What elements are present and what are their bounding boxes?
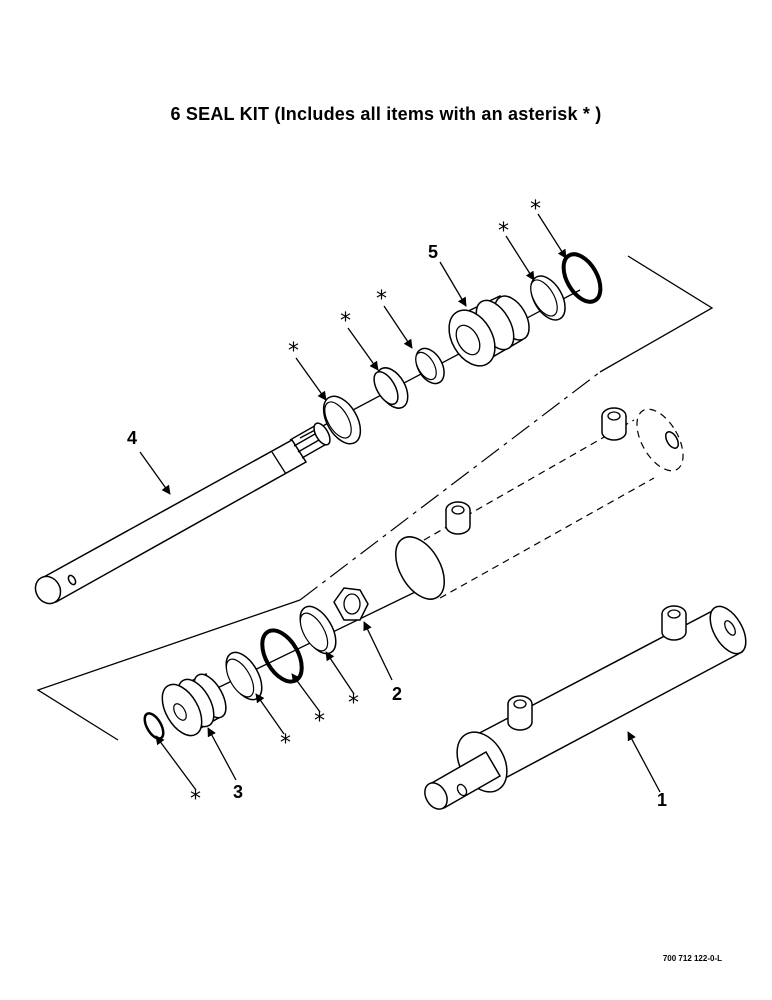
piston	[161, 672, 227, 737]
asterisk-upper-seal-1: *	[288, 339, 299, 364]
callout-gland: 5	[428, 242, 438, 262]
callout-nut: 2	[392, 684, 402, 704]
leader-arrows	[139, 213, 661, 793]
asterisk-lower-o-ring: *	[314, 709, 325, 734]
upper-seal-2	[373, 367, 409, 409]
upper-seal-4	[530, 275, 566, 321]
assembly-plane-outline-upper	[599, 255, 714, 373]
asterisk-piston-seal: *	[190, 787, 201, 812]
asterisk-upper-seal-3: *	[376, 287, 387, 312]
callout-rod: 4	[127, 428, 137, 448]
assembled-cylinder	[424, 605, 747, 810]
cylinder-phantom	[394, 407, 684, 600]
asterisk-lower-seal-1: *	[348, 691, 359, 716]
upper-seal-1	[322, 395, 362, 445]
lower-seal-2	[225, 651, 263, 701]
seal-kit-title: 6 SEAL KIT (Includes all items with an a…	[170, 104, 602, 124]
callout-cylinder: 1	[657, 790, 667, 810]
asterisk-upper-o-ring: *	[530, 197, 541, 222]
piston-seal	[143, 712, 165, 740]
asterisk-upper-seal-2: *	[340, 309, 351, 334]
upper-o-ring	[561, 252, 603, 304]
hex-nut	[333, 587, 369, 621]
piston-rod	[34, 422, 331, 605]
drawing-number: 700 712 122-0-L	[662, 954, 722, 963]
upper-seal-3	[415, 347, 445, 385]
callout-piston: 3	[233, 782, 243, 802]
asterisk-lower-seal-2: *	[280, 731, 291, 756]
assembly-plane-outline	[36, 599, 301, 741]
assembly-plane-centerline	[299, 371, 601, 601]
gland	[448, 295, 530, 367]
asterisk-upper-seal-4: *	[498, 219, 509, 244]
